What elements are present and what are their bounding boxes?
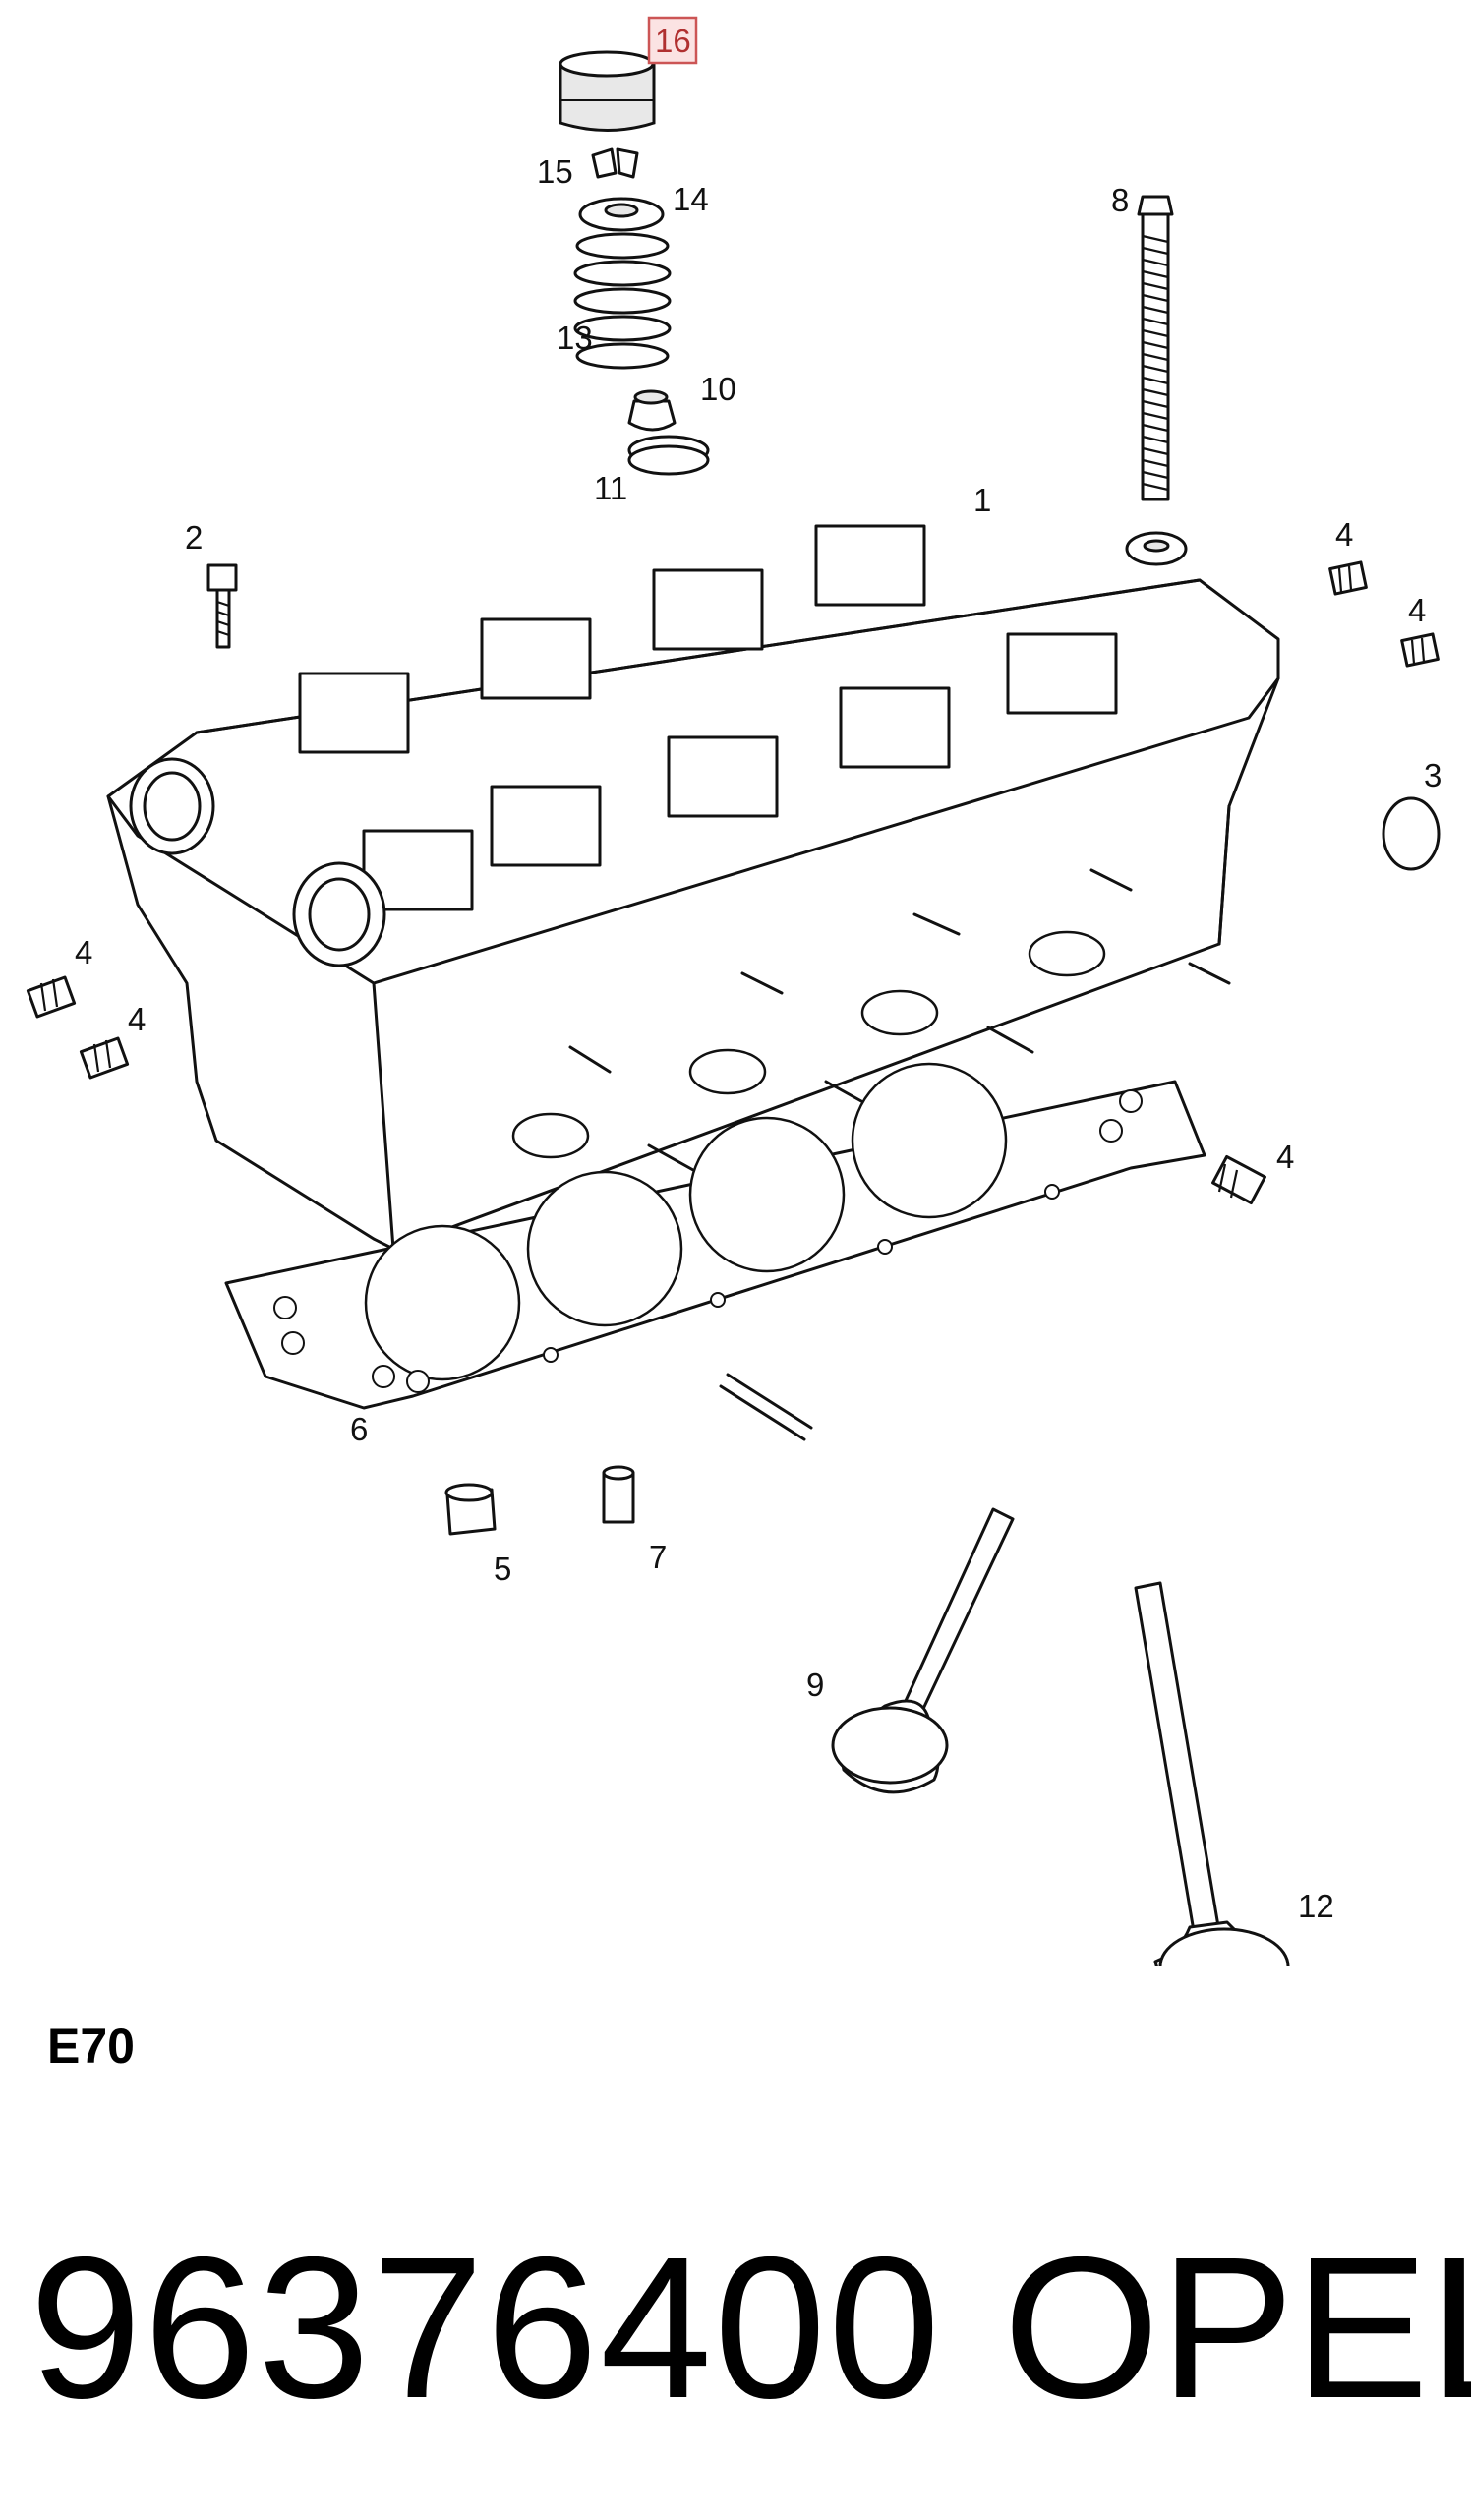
part-4-plug-a[interactable] xyxy=(1328,560,1368,596)
callout-11[interactable]: 13 xyxy=(557,320,593,356)
part-4-plug-d[interactable] xyxy=(79,1036,130,1080)
callout-1[interactable]: 1 xyxy=(973,482,991,518)
callout-4e[interactable]: 4 xyxy=(1276,1139,1294,1175)
callout-15[interactable]: 11 xyxy=(594,470,627,506)
callout-3[interactable]: 3 xyxy=(1424,757,1442,793)
callout-4d[interactable]: 4 xyxy=(128,1001,146,1037)
part-11-valve-spring[interactable] xyxy=(573,232,672,370)
callout-9[interactable]: 9 xyxy=(806,1667,824,1703)
part-4-plug-e[interactable] xyxy=(1211,1154,1266,1205)
part-10-exhaust-valve[interactable] xyxy=(1134,1581,1290,1966)
callout-4b[interactable]: 4 xyxy=(1408,592,1426,628)
part-5-dowel-sleeve[interactable] xyxy=(602,1465,635,1524)
part-12-retainer[interactable] xyxy=(578,197,665,232)
callout-2[interactable]: 2 xyxy=(185,519,203,556)
part-2-bolt[interactable] xyxy=(206,563,238,649)
diagram-code: E70 xyxy=(47,2019,135,2074)
part-6-dowel-pin[interactable] xyxy=(444,1483,497,1536)
callout-16[interactable]: 16 xyxy=(655,23,691,59)
part-7-head-gasket[interactable] xyxy=(224,1062,1206,1410)
exploded-parts-diagram: 16 15 14 13 10 11 xyxy=(26,16,1442,1966)
part-13-keepers[interactable] xyxy=(591,147,639,179)
part-number: 96376400 xyxy=(29,2215,943,2440)
callout-4a[interactable]: 4 xyxy=(1335,516,1353,553)
callout-14[interactable]: 10 xyxy=(700,371,736,407)
part-16-tappet[interactable] xyxy=(559,50,656,132)
part-14-stem-seal[interactable] xyxy=(627,389,677,432)
part-15-spring-seat[interactable] xyxy=(627,435,710,476)
callout-16-box xyxy=(647,16,698,65)
callout-4c[interactable]: 4 xyxy=(75,934,92,970)
callout-10[interactable]: 12 xyxy=(1298,1888,1334,1924)
gasket-stud xyxy=(719,1373,813,1441)
part-4-plug-c[interactable] xyxy=(26,975,77,1019)
callout-6[interactable]: 5 xyxy=(494,1551,511,1587)
brand-name: OPEL xyxy=(1003,2215,1471,2440)
part-8-head-bolt[interactable] xyxy=(1125,195,1188,566)
callout-13[interactable]: 15 xyxy=(537,153,573,190)
callout-5[interactable]: 7 xyxy=(649,1539,667,1575)
part-9-intake-valve[interactable] xyxy=(831,1507,1015,1794)
callout-12[interactable]: 14 xyxy=(673,181,709,217)
part-3-plug[interactable] xyxy=(1382,796,1441,871)
part-4-plug-b[interactable] xyxy=(1400,632,1440,668)
part-1-cylinder-head[interactable] xyxy=(106,524,1280,1251)
callout-7[interactable]: 6 xyxy=(350,1411,368,1447)
callout-8[interactable]: 8 xyxy=(1111,182,1129,218)
